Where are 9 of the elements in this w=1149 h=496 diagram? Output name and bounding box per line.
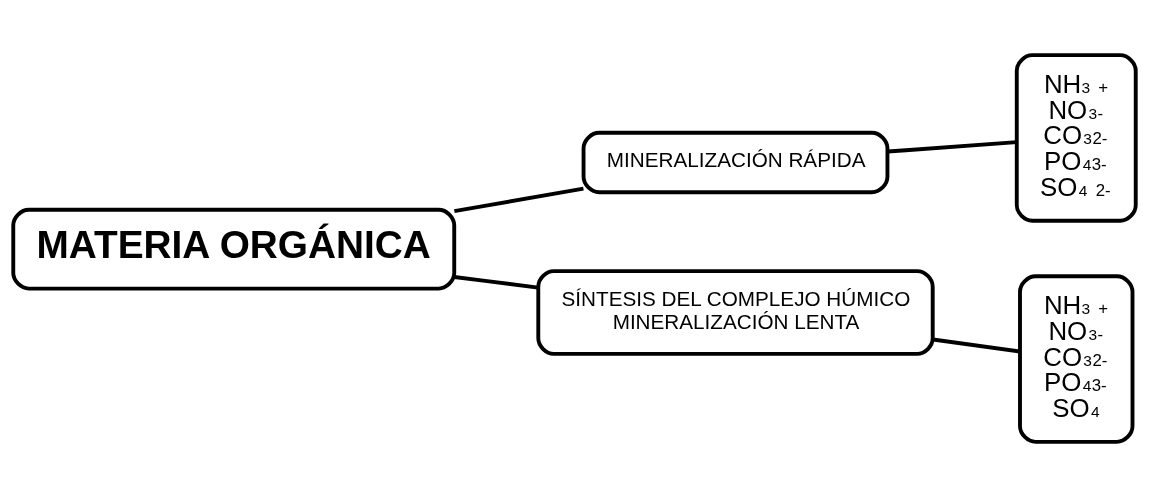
connector xyxy=(454,186,584,213)
connector xyxy=(454,274,539,290)
node-box: MATERIA ORGÁNICA xyxy=(11,207,457,291)
node-box: NH3 + NO3- CO32- PO43- SO4 2- xyxy=(1014,52,1138,223)
node-box: SÍNTESIS DEL COMPLEJO HÚMICO MINERALIZACIÓN LENTA xyxy=(536,268,935,356)
connector xyxy=(887,139,1017,153)
node-box: NH3 + NO3- CO32- PO43- SO4 xyxy=(1018,273,1135,444)
connector xyxy=(932,337,1020,353)
node-box: MINERALIZACIÓN RÁPIDA xyxy=(581,130,890,194)
